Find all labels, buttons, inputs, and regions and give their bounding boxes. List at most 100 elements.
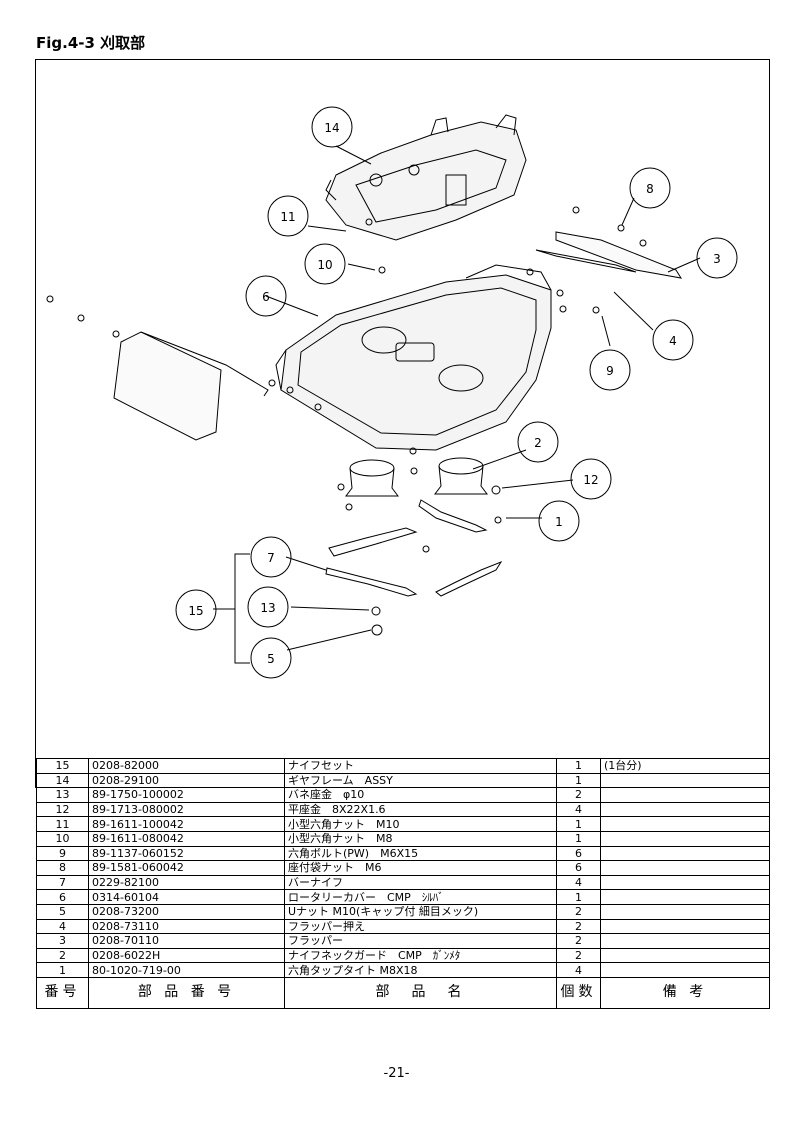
part-number: 0314-60104: [88, 889, 285, 905]
callout-7: 7: [267, 551, 275, 565]
part-name: ナイフネックガード CMP ｶﾞﾝﾒﾀ: [284, 947, 557, 964]
leader-lines: [213, 145, 701, 664]
part-name: 小型六角ナット M10: [284, 816, 557, 832]
part-number: 0208-73110: [88, 918, 285, 935]
part-number: 89-1750-100002: [88, 787, 285, 803]
quantity: 4: [556, 801, 601, 818]
quantity: 1: [556, 758, 601, 774]
row-number: 14: [36, 772, 89, 789]
row-number: 15: [36, 758, 89, 774]
quantity: 1: [556, 816, 601, 832]
callout-circles: [175, 106, 738, 679]
part-name: ギヤフレーム ASSY: [284, 772, 557, 789]
callout-3: 3: [713, 252, 721, 266]
remarks: [600, 962, 770, 978]
part-name: ロータリーカバー CMP ｼﾙﾊﾞ: [284, 889, 557, 905]
part-name: 小型六角ナット M8: [284, 830, 557, 847]
part-number: 0208-29100: [88, 772, 285, 789]
remarks: [600, 801, 770, 818]
callout-11: 11: [280, 210, 295, 224]
callout-1: 1: [555, 515, 563, 529]
header-part-number: 部 品 番 号: [88, 976, 285, 1009]
knife-neck-guard-part: [345, 457, 488, 497]
quantity: 2: [556, 947, 601, 964]
callout-14: 14: [324, 121, 339, 135]
quantity: 2: [556, 918, 601, 935]
row-number: 4: [36, 918, 89, 935]
part-name: ナイフセット: [284, 758, 557, 774]
part-number: 89-1581-060042: [88, 860, 285, 876]
quantity: 6: [556, 845, 601, 862]
row-number: 1: [36, 962, 89, 978]
quantity: 2: [556, 933, 601, 949]
gear-frame-assy-part: [325, 114, 527, 241]
remarks: [600, 889, 770, 905]
callout-5: 5: [267, 652, 275, 666]
callout-2: 2: [534, 436, 542, 450]
part-name: フラッパー押え: [284, 918, 557, 935]
part-number: 0208-82000: [88, 758, 285, 774]
row-number: 13: [36, 787, 89, 803]
quantity: 4: [556, 874, 601, 891]
part-name: 六角タップタイト M8X18: [284, 962, 557, 978]
remarks: (1台分): [600, 758, 770, 774]
callout-12: 12: [583, 473, 598, 487]
part-number: 89-1611-080042: [88, 830, 285, 847]
fastener-parts: [46, 206, 647, 636]
part-number: 0208-6022H: [88, 947, 285, 964]
part-number: 89-1611-100042: [88, 816, 285, 832]
row-number: 11: [36, 816, 89, 832]
part-number: 0208-73200: [88, 903, 285, 920]
rotary-cover-part: [275, 264, 552, 451]
remarks: [600, 903, 770, 920]
quantity: 1: [556, 772, 601, 789]
row-number: 8: [36, 860, 89, 876]
remarks: [600, 874, 770, 891]
quantity: 1: [556, 889, 601, 905]
row-number: 2: [36, 947, 89, 964]
row-number: 7: [36, 874, 89, 891]
callout-8: 8: [646, 182, 654, 196]
part-name: Uナット M10(キャップ付 細目メック): [284, 903, 557, 920]
quantity: 2: [556, 787, 601, 803]
part-number: 80-1020-719-00: [88, 962, 285, 978]
part-name: バネ座金 φ10: [284, 787, 557, 803]
callout-15: 15: [188, 604, 203, 618]
part-number: 89-1137-060152: [88, 845, 285, 862]
row-number: 12: [36, 801, 89, 818]
header-remarks: 備 考: [600, 976, 770, 1009]
header-quantity: 個数: [556, 976, 601, 1009]
part-number: 0229-82100: [88, 874, 285, 891]
page-number: -21-: [383, 1066, 410, 1081]
remarks: [600, 933, 770, 949]
remarks: [600, 787, 770, 803]
row-number: 5: [36, 903, 89, 920]
bar-knife-part: [325, 499, 503, 597]
remarks: [600, 830, 770, 847]
part-name: 六角ボルト(PW) M6X15: [284, 845, 557, 862]
part-name: 座付袋ナット M6: [284, 860, 557, 876]
left-flapper-part: [113, 331, 269, 441]
remarks: [600, 772, 770, 789]
row-number: 3: [36, 933, 89, 949]
row-number: 10: [36, 830, 89, 847]
remarks: [600, 816, 770, 832]
callout-10: 10: [317, 258, 332, 272]
part-name: フラッパー: [284, 933, 557, 949]
remarks: [600, 918, 770, 935]
row-number: 9: [36, 845, 89, 862]
figure-title: Fig.4-3 刈取部: [36, 34, 146, 52]
parts-table-header: 番号 部 品 番 号 部 品 名 個数 備 考: [36, 976, 770, 1009]
